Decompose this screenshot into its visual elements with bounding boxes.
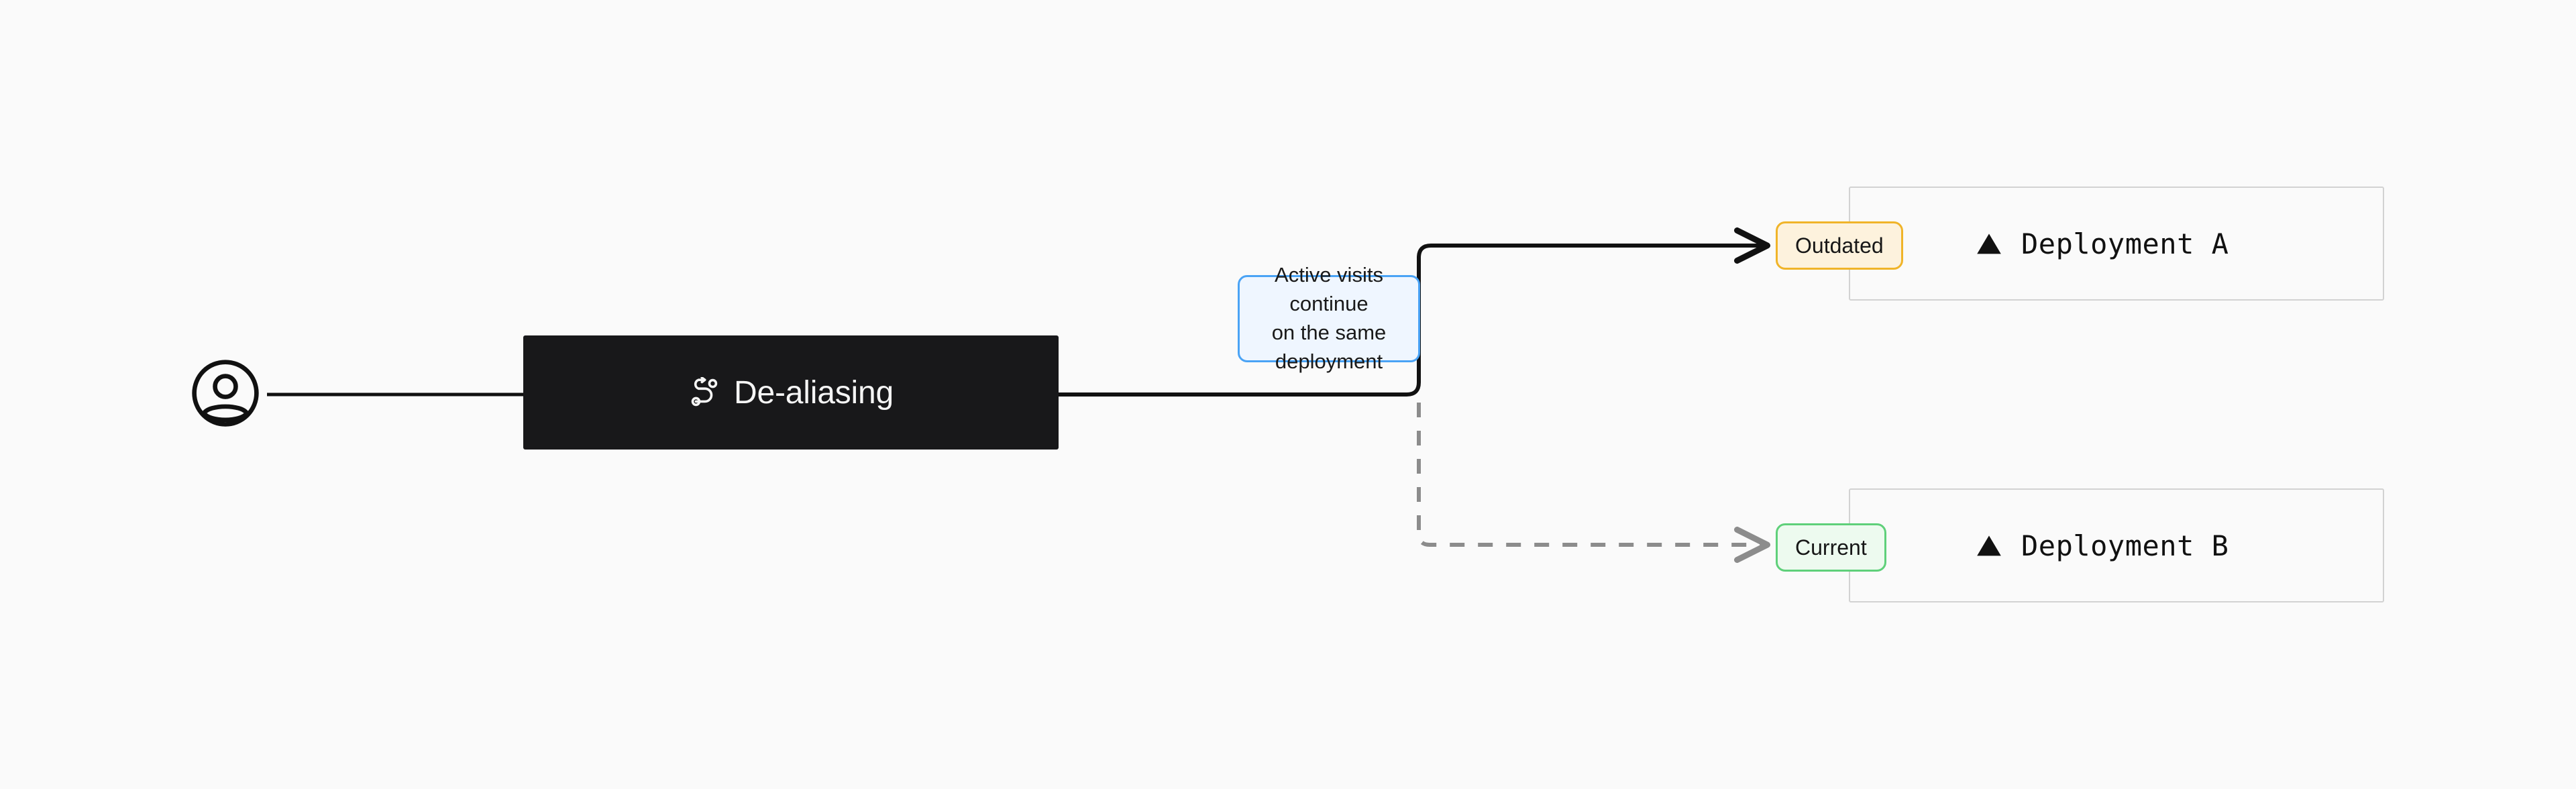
status-badge-current[interactable]: Current [1776, 523, 1886, 572]
callout-active-visits: Active visits continue on the same deplo… [1238, 263, 1420, 373]
callout-text: Active visits continue on the same deplo… [1271, 263, 1387, 373]
status-badge-current-label: Current [1795, 535, 1867, 560]
deployment-b-name: Deployment B [2021, 529, 2229, 562]
deployment-b-content: Deployment B [1976, 529, 2229, 562]
deployment-a-name: Deployment A [2021, 227, 2229, 260]
process-node-dealiasing[interactable]: De-aliasing [523, 335, 1059, 450]
deployment-card-a[interactable]: Deployment A [1849, 187, 2384, 301]
deployment-card-b[interactable]: Deployment B [1849, 488, 2384, 602]
deployment-a-content: Deployment A [1976, 227, 2229, 260]
user-circle-icon [192, 360, 259, 427]
vercel-triangle-icon [1977, 535, 2001, 556]
vercel-triangle-icon [1977, 233, 2001, 254]
route-icon [691, 377, 718, 407]
status-badge-outdated[interactable]: Outdated [1776, 221, 1903, 270]
status-badge-outdated-label: Outdated [1795, 233, 1884, 258]
edge-dealiasing-to-deployment-b [1417, 403, 1770, 563]
process-node-label: De-aliasing [734, 374, 894, 411]
visitor-avatar [190, 358, 261, 429]
